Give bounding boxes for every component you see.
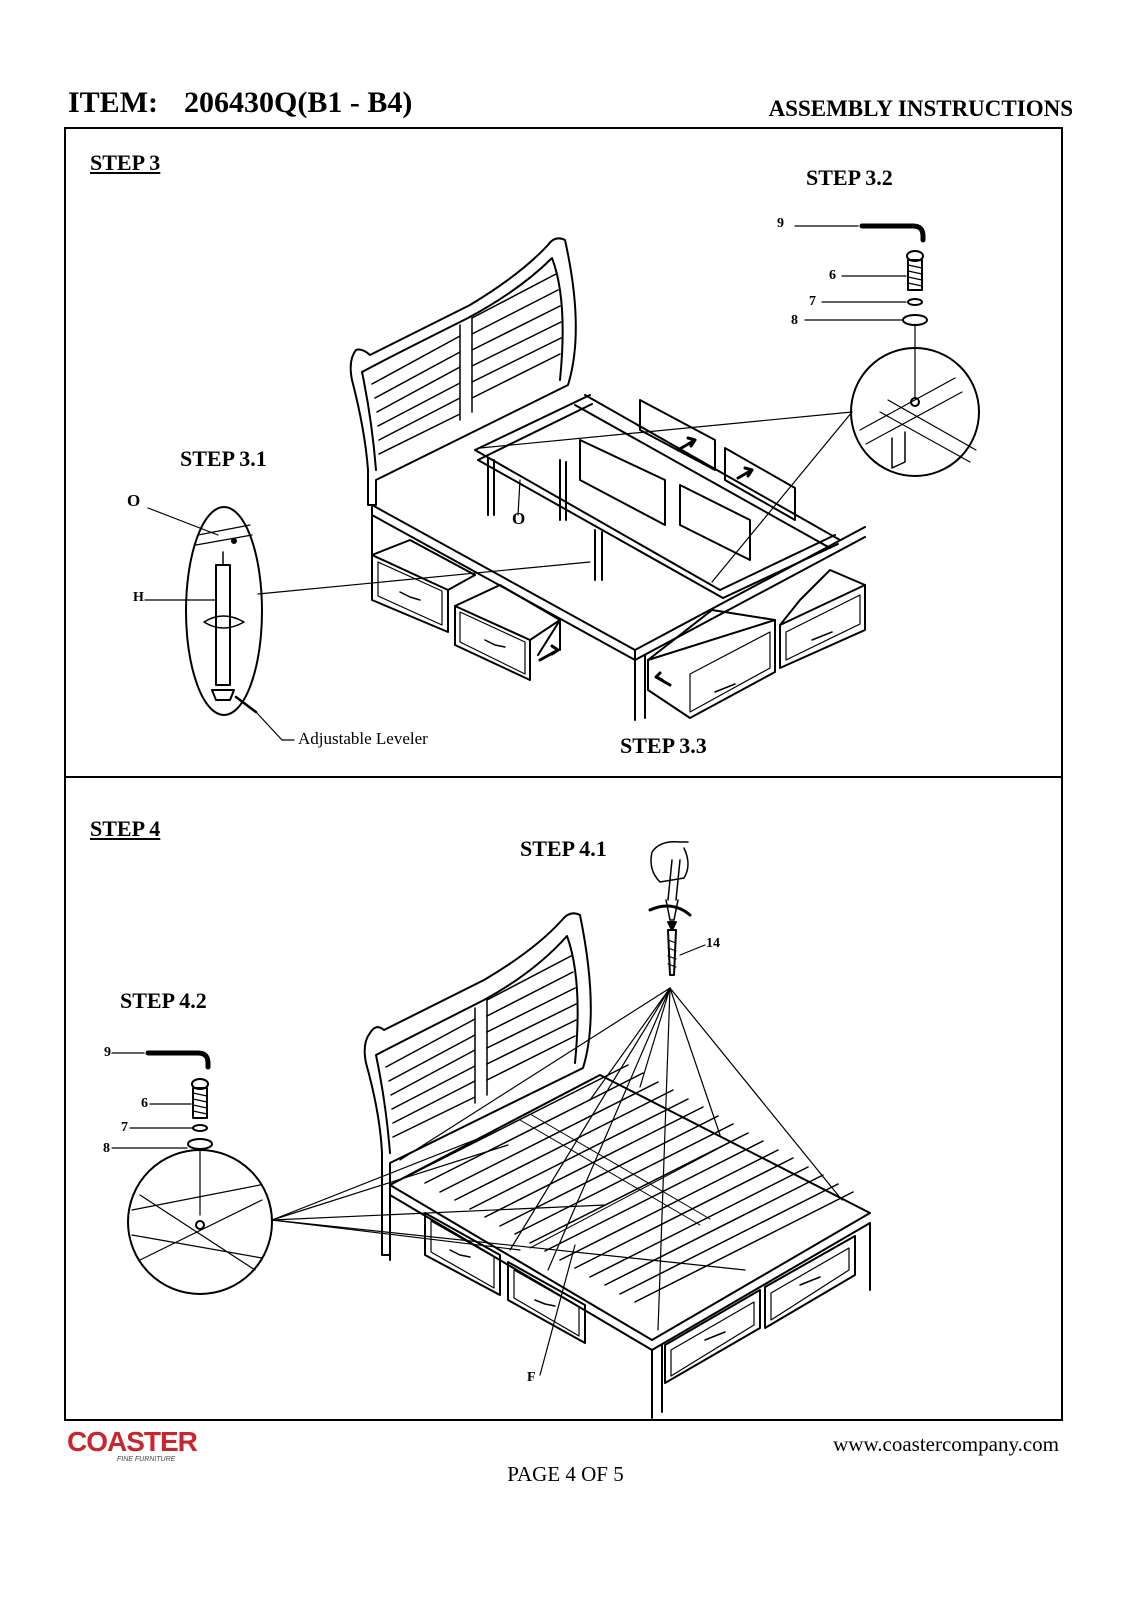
step-divider xyxy=(64,776,1063,778)
step4-title: STEP 4 xyxy=(90,816,161,841)
callout-o-center: O xyxy=(512,509,526,528)
step4-callout-8: 8 xyxy=(103,1141,110,1156)
item-title: ITEM: 206430Q(B1 - B4) xyxy=(68,86,412,120)
logo-text: COASTER xyxy=(67,1426,198,1457)
step3-2-title: STEP 3.2 xyxy=(806,165,893,190)
website-url: www.coastercompany.com xyxy=(833,1432,1059,1456)
step4-2-bolt-detail xyxy=(111,1050,746,1295)
step3-2-bolt-detail xyxy=(479,223,980,583)
step4-bed-slats-drawing xyxy=(363,912,871,1419)
step3-callout-9: 9 xyxy=(777,216,784,231)
instruction-frame xyxy=(64,127,1063,1421)
section-title: ASSEMBLY INSTRUCTIONS xyxy=(768,96,1073,121)
step4-1-title: STEP 4.1 xyxy=(520,836,607,861)
step3-3-title: STEP 3.3 xyxy=(620,733,707,758)
logo-subtext: FINE FURNITURE xyxy=(117,1456,176,1463)
page-number: PAGE 4 OF 5 xyxy=(507,1462,624,1486)
step3-1-title: STEP 3.1 xyxy=(180,446,267,471)
step4-1-screw-detail xyxy=(399,840,843,1376)
step4-2-title: STEP 4.2 xyxy=(120,988,207,1013)
step3-bed-frame-drawing xyxy=(349,237,866,721)
callout-h: H xyxy=(133,590,144,605)
callout-f: F xyxy=(527,1370,536,1385)
step4-callout-9: 9 xyxy=(104,1045,111,1060)
step4-callout-6: 6 xyxy=(141,1096,148,1111)
step3-callout-7: 7 xyxy=(809,294,816,309)
step3-1-leveler-detail xyxy=(144,479,591,741)
step4-callout-7: 7 xyxy=(121,1120,128,1135)
callout-o-left: O xyxy=(127,491,141,510)
step3-title: STEP 3 xyxy=(90,150,161,175)
callout-14: 14 xyxy=(706,936,720,951)
item-code: 206430Q(B1 - B4) xyxy=(184,86,413,119)
item-label: ITEM: xyxy=(68,86,158,119)
adjustable-leveler-note: Adjustable Leveler xyxy=(298,729,428,748)
coaster-logo: COASTER FINE FURNITURE xyxy=(67,1426,198,1464)
step3-callout-6: 6 xyxy=(829,268,836,283)
step3-callout-8: 8 xyxy=(791,313,798,328)
